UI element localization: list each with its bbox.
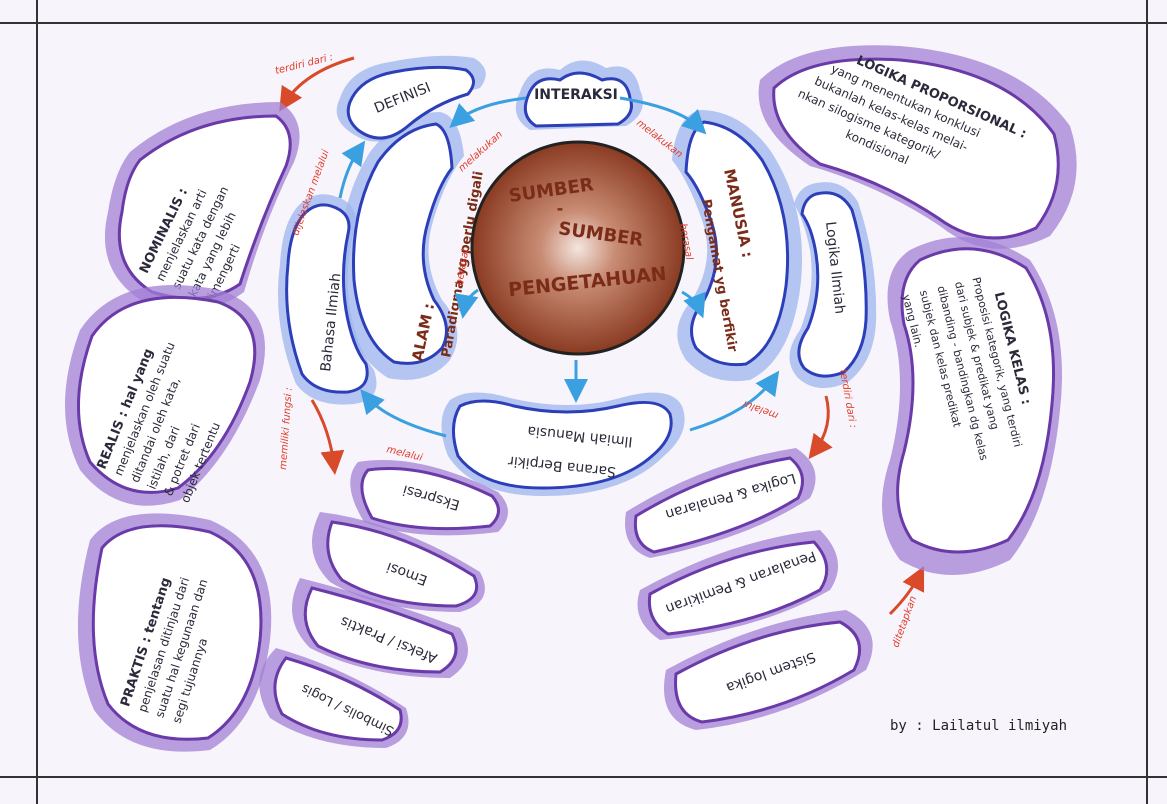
node-bahasa-ilmiah: Bahasa Ilmiah bbox=[278, 194, 377, 405]
frame-top-border bbox=[0, 22, 1167, 24]
center-dash: - bbox=[557, 199, 564, 218]
frame-right-border bbox=[1146, 0, 1148, 804]
rel-terdiri-dari-right: terdiri dari : bbox=[837, 369, 858, 429]
function-emosi: Emosi bbox=[312, 512, 485, 612]
node-sarana: Sarana Berpikir Ilmiah Manusia bbox=[441, 392, 685, 496]
node-definisi: DEFINISI bbox=[336, 55, 486, 142]
node-interaksi: INTERAKSI bbox=[515, 60, 643, 130]
function-ekspresi: Ekspresi bbox=[350, 460, 508, 536]
interaksi-label: INTERAKSI bbox=[534, 87, 618, 103]
node-realis: REALIS : hal yang menjelaskan oleh suatu… bbox=[65, 285, 265, 506]
arrow-alam-definisi bbox=[338, 140, 366, 199]
node-nominalis: NOMINALIS : menjelaskan arti suatu kata … bbox=[104, 102, 300, 310]
center-node: SUMBER - SUMBER PENGETAHUAN bbox=[470, 140, 686, 356]
author-signature: by : Lailatul ilmiyah bbox=[890, 718, 1068, 734]
arrow-logika-parts bbox=[808, 395, 833, 460]
node-praktis: PRAKTIS : tentang penjelasan ditinjau da… bbox=[77, 513, 272, 752]
function-afeksi: Afeksi / Praktis bbox=[292, 578, 468, 678]
arrow-sistem-kelas bbox=[888, 565, 925, 616]
arrow-sarana-logika bbox=[689, 370, 780, 432]
arrow-interaksi-manusia bbox=[619, 96, 707, 135]
frame-bottom-border bbox=[0, 776, 1167, 778]
arrow-definisi-nominalis bbox=[279, 56, 355, 112]
arrow-alam-center bbox=[454, 288, 479, 319]
node-logika-kelas: LOGIKA KELAS : Proposisi kategorik, yang… bbox=[882, 237, 1062, 575]
rel-ditetapkan: ditetapkan bbox=[890, 595, 919, 649]
function-simbolis: Simbolis / Logis bbox=[259, 648, 409, 748]
arrow-manusia-center bbox=[681, 290, 706, 319]
part-logika-penalaran: Logika & Penalaran bbox=[625, 448, 816, 558]
rel-memiliki-fungsi: memiliki fungsi : bbox=[278, 387, 295, 470]
part-penalaran-pemikiran: Penalaran & Pemikiran bbox=[637, 530, 838, 640]
rel-melalui-right: melalui bbox=[741, 398, 779, 421]
node-alam: ALAM : Paradigma yg perlu digali bbox=[339, 112, 487, 380]
arrow-interaksi-alam bbox=[449, 96, 527, 129]
rel-terdiri-dari-top: terdiri dari : bbox=[274, 52, 334, 77]
arrow-sarana-bahasa bbox=[360, 389, 447, 438]
node-logika-ilmiah: Logika Ilmiah bbox=[789, 182, 877, 389]
frame-left-border bbox=[36, 0, 38, 804]
part-sistem-logika: Sistem logika bbox=[664, 610, 873, 730]
arrow-bahasa-functions bbox=[310, 399, 345, 475]
node-logika-proporsional: LOGIKA PROPORSIONAL : yang menentukan ko… bbox=[758, 45, 1077, 249]
rel-melakukan-left: melakukan bbox=[457, 129, 505, 174]
